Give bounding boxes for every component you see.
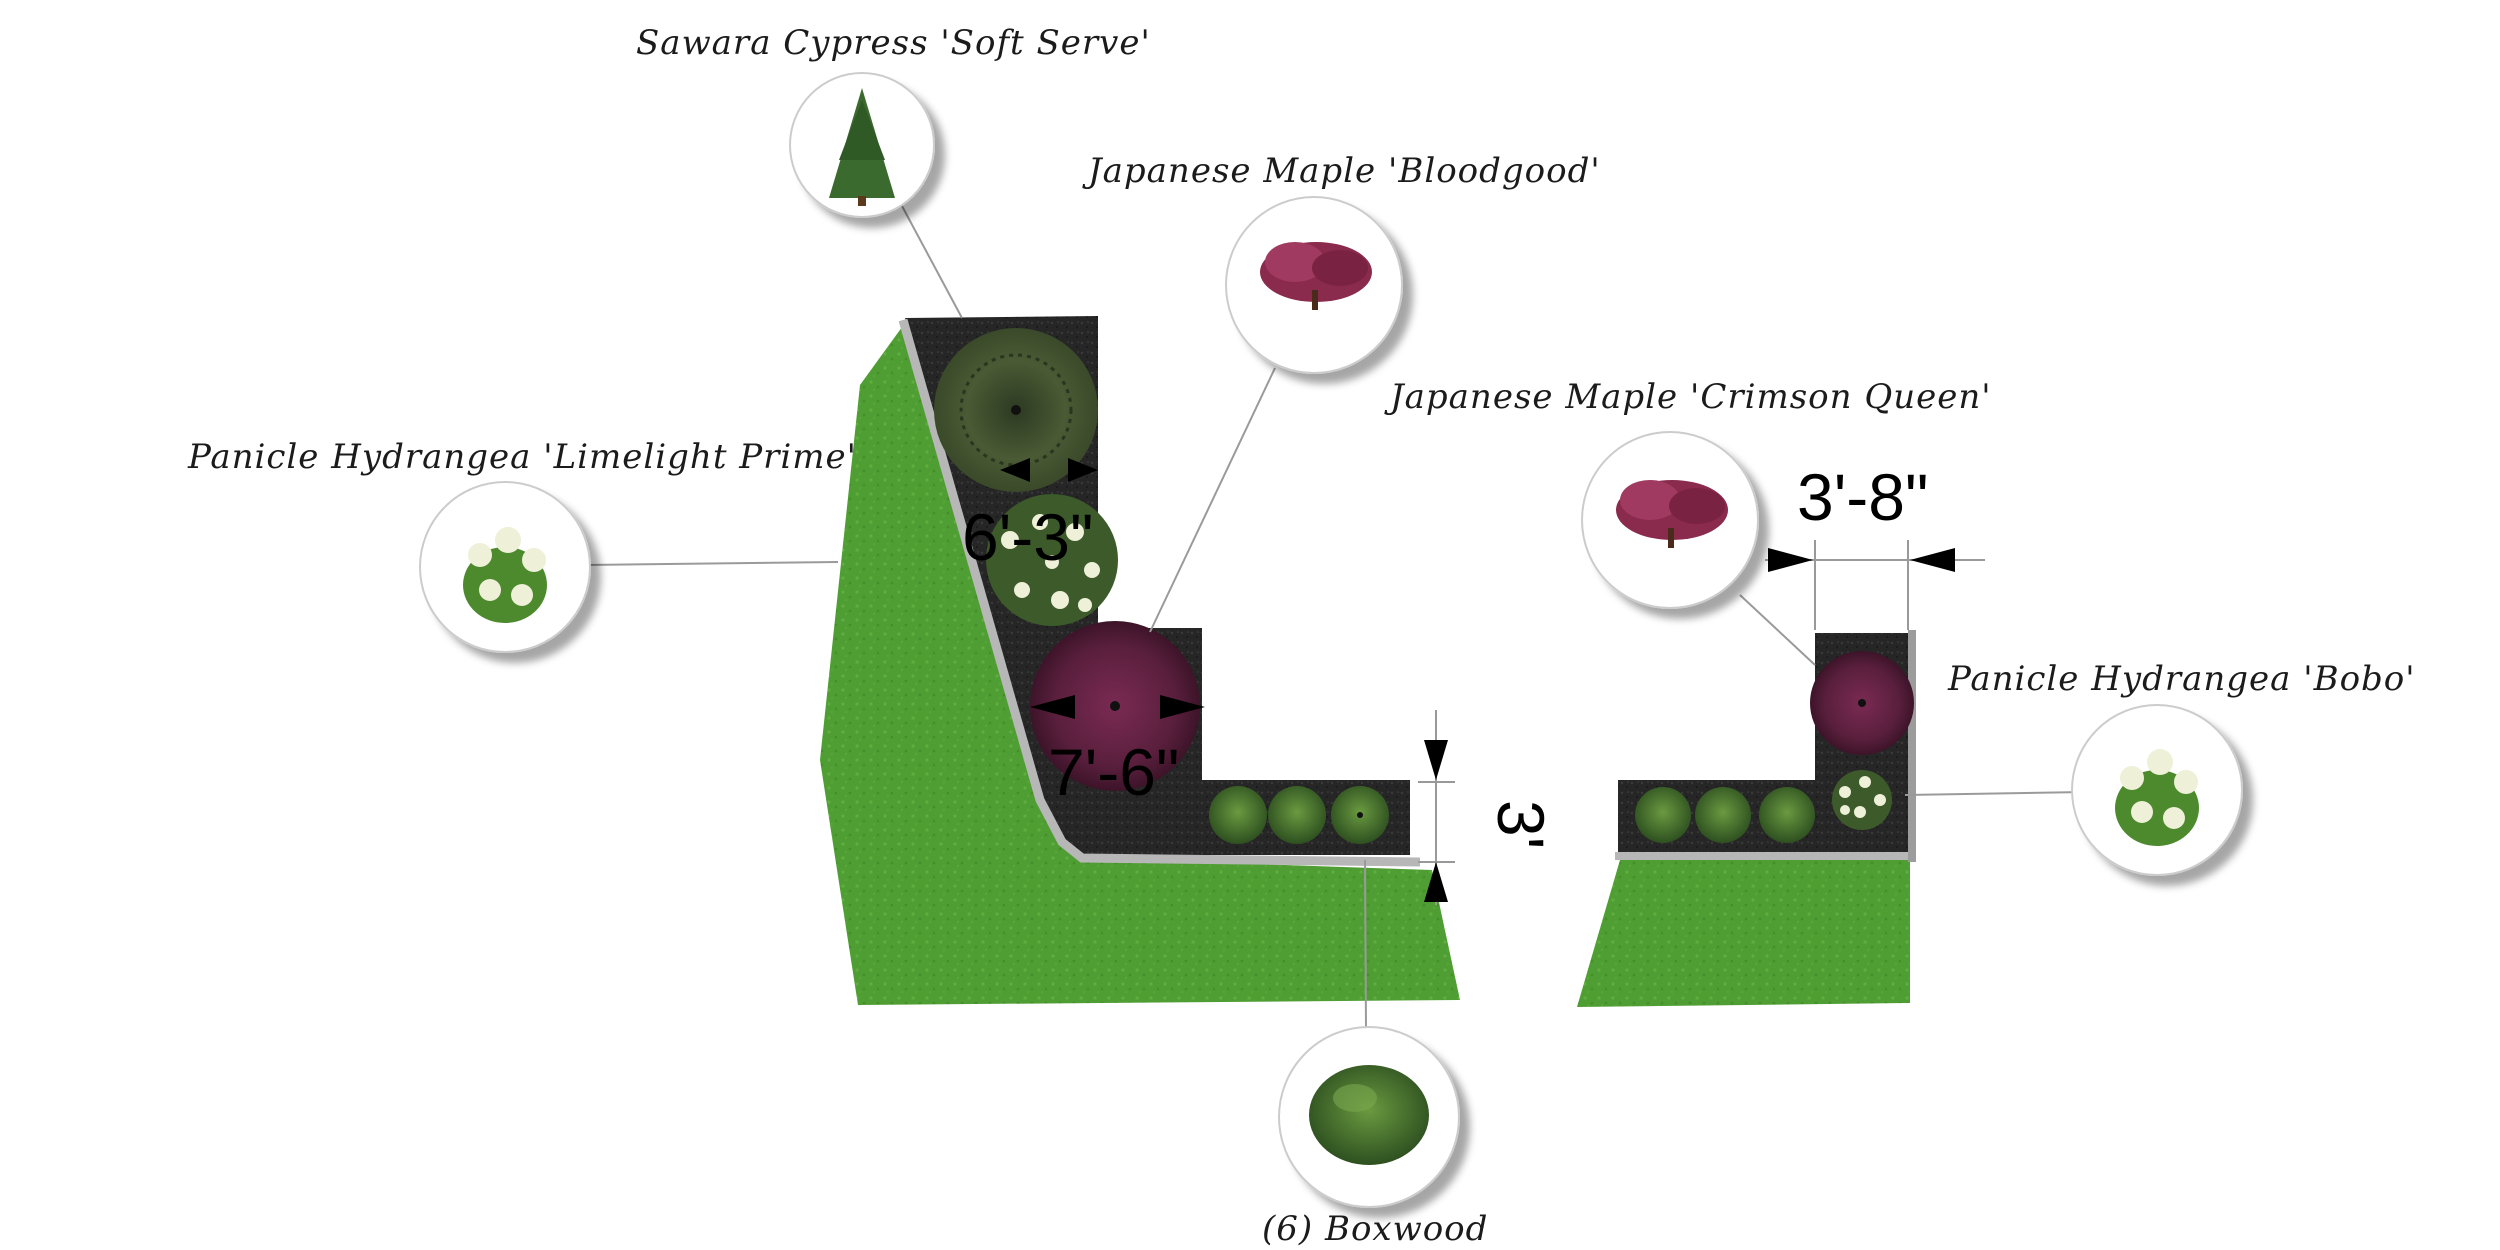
callout-hydrangea-limelight: Panicle Hydrangea 'Limelight Prime' — [187, 437, 857, 653]
lawn-right — [1577, 860, 1910, 1007]
hydrangea-shrub-icon — [463, 527, 547, 623]
callout-maple-bloodgood: Japanese Maple 'Bloodgood' — [1082, 151, 1601, 374]
callout-hydrangea-bobo: Panicle Hydrangea 'Bobo' — [1947, 659, 2416, 876]
plan-maple-bloodgood — [1030, 621, 1200, 791]
maple-tree-icon — [1616, 480, 1728, 548]
leader-lines — [584, 205, 2086, 1029]
dim-label-6-3: 6'-3" — [962, 500, 1093, 574]
plan-maple-crimson — [1810, 651, 1914, 755]
dimension-depth: 3' — [1418, 710, 1558, 905]
hydrangea-shrub-icon — [2115, 749, 2199, 846]
cypress-tree-icon — [829, 88, 895, 206]
dimension-lower: 7'-6" — [1030, 695, 1205, 809]
plan-hydrangea-bobo — [1832, 770, 1892, 830]
label-maple-bloodgood: Japanese Maple 'Bloodgood' — [1082, 151, 1601, 191]
dimension-right: 3'-8" — [1765, 460, 1985, 630]
label-sawara-cypress: Sawara Cypress 'Soft Serve' — [636, 23, 1151, 63]
label-boxwood: (6) Boxwood — [1262, 1209, 1488, 1249]
maple-tree-icon — [1260, 242, 1372, 310]
callout-boxwood: (6) Boxwood — [1262, 1026, 1488, 1249]
callout-sawara-cypress: Sawara Cypress 'Soft Serve' — [636, 23, 1151, 218]
dim-label-3: 3' — [1484, 800, 1558, 849]
plan-cypress — [934, 328, 1098, 492]
label-hydrangea-limelight: Panicle Hydrangea 'Limelight Prime' — [187, 437, 857, 477]
plan-boxwood-right — [1635, 787, 1815, 843]
lawn-left — [820, 323, 1460, 1005]
label-maple-crimson: Japanese Maple 'Crimson Queen' — [1384, 377, 1992, 417]
dim-label-7-6: 7'-6" — [1048, 735, 1179, 809]
boxwood-shrub-icon — [1309, 1065, 1429, 1165]
callout-maple-crimson: Japanese Maple 'Crimson Queen' — [1384, 377, 1992, 609]
label-hydrangea-bobo: Panicle Hydrangea 'Bobo' — [1947, 659, 2416, 699]
plan-hydrangea-limelight — [986, 494, 1118, 626]
edging-left — [898, 318, 1421, 867]
dim-label-3-8: 3'-8" — [1797, 460, 1928, 534]
plan-boxwood-left — [1209, 786, 1389, 844]
dimension-upper: 6'-3" — [962, 458, 1098, 574]
